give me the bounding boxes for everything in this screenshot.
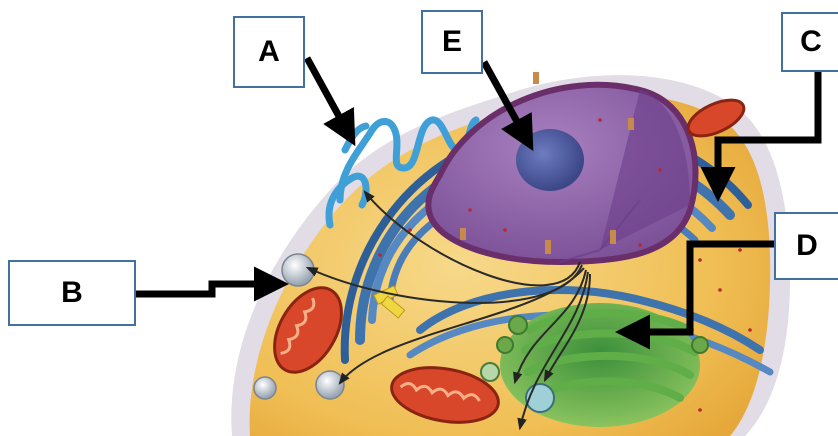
- label-box-e: E: [421, 10, 483, 74]
- pointer-arrow-b: [136, 284, 282, 294]
- label-box-b: B: [8, 260, 136, 326]
- pointer-arrow-a: [307, 58, 352, 140]
- nucleus: [428, 72, 695, 262]
- label-box-d: D: [774, 212, 838, 280]
- label-box-c: C: [781, 12, 838, 72]
- label-box-a: A: [233, 16, 305, 88]
